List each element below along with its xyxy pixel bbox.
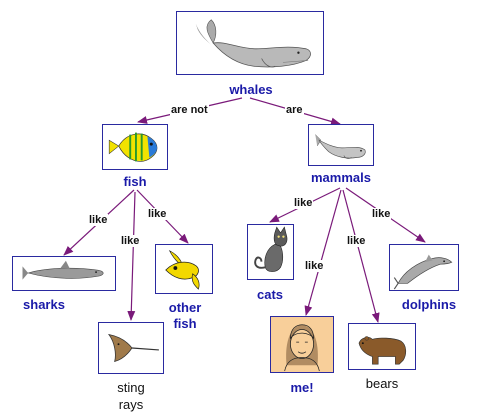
other-fish-label-line1: other	[168, 300, 202, 315]
edge-label-fish-otherfish: like	[147, 208, 168, 220]
dolphin-icon	[393, 254, 453, 290]
fish-label: fish	[123, 174, 147, 189]
fish-icon	[165, 250, 200, 290]
mammals-node	[308, 124, 374, 166]
me-label: me!	[290, 380, 314, 395]
bear-icon	[358, 336, 407, 365]
edge-mammals-bears	[342, 189, 380, 323]
whales-node	[176, 11, 324, 75]
tropical-fish-icon	[108, 132, 158, 162]
sting-rays-label-line1: sting	[117, 380, 145, 395]
cats-node	[247, 224, 294, 280]
dolphins-label: dolphins	[401, 297, 457, 312]
me-node	[270, 316, 334, 373]
cats-label: cats	[256, 287, 284, 302]
person-icon	[284, 324, 320, 372]
whales-label: whales	[229, 82, 273, 97]
sharks-label: sharks	[23, 297, 65, 312]
whale-icon	[195, 19, 311, 68]
bears-node	[348, 323, 416, 370]
other-fish-label-line2: fish	[173, 316, 197, 331]
cat-icon	[254, 226, 288, 272]
sharks-node	[12, 256, 116, 291]
edge-label-mammals-bears: like	[346, 235, 367, 247]
whale-icon	[315, 134, 366, 159]
sting-rays-label-line2: rays	[118, 397, 144, 412]
mammals-label: mammals	[311, 170, 371, 185]
sting-rays-node	[98, 322, 164, 374]
shark-icon	[22, 260, 104, 280]
edge-label-fish-stingrays: like	[120, 235, 141, 247]
edge-label-mammals-dolphins: like	[371, 208, 392, 220]
other-fish-node	[155, 244, 213, 294]
fish-node	[102, 124, 168, 170]
edge-fish-stingrays	[127, 191, 136, 321]
edge-mammals-me	[304, 189, 342, 316]
sting-ray-icon	[107, 333, 159, 362]
edge-label-mammals-cats: like	[293, 197, 314, 209]
edge-label-whales-fish: are not	[170, 104, 209, 116]
dolphins-node	[389, 244, 459, 291]
edge-label-whales-mammals: are	[285, 104, 304, 116]
edge-label-mammals-me: like	[304, 260, 325, 272]
edge-label-fish-sharks: like	[88, 214, 109, 226]
bears-label: bears	[365, 376, 399, 391]
